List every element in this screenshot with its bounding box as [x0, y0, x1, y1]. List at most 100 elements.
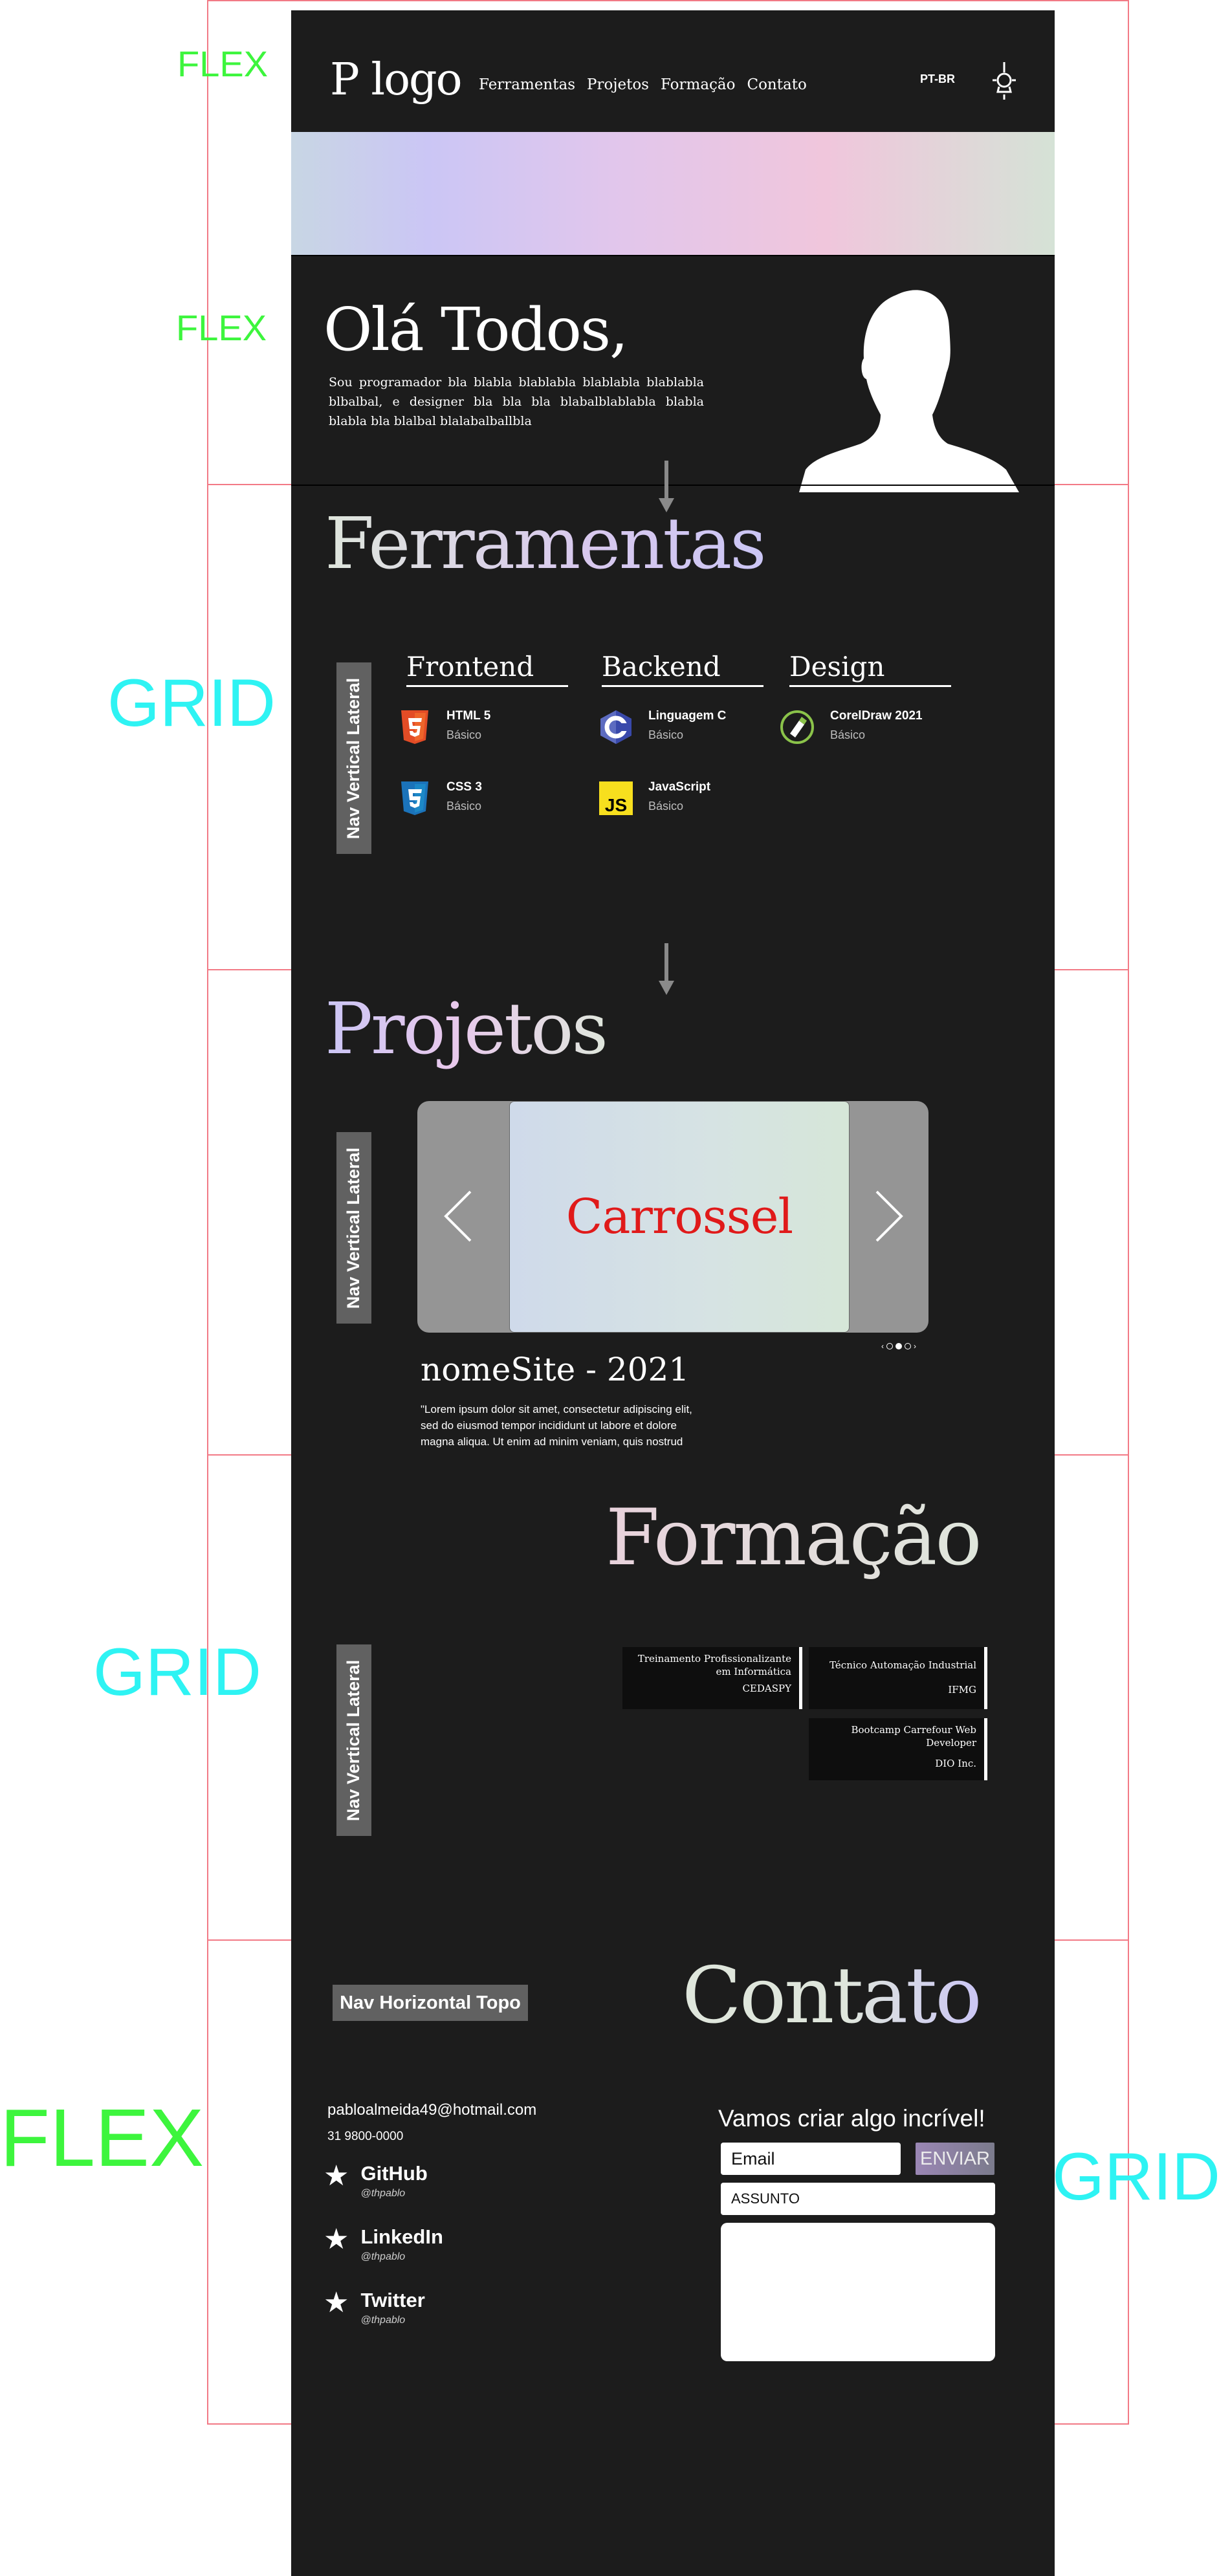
star-icon: ★: [324, 2223, 349, 2255]
education-course: Bootcamp Carrefour Web Developer: [851, 1724, 976, 1749]
social-name: GitHub: [360, 2162, 428, 2185]
chevron-left-icon[interactable]: [442, 1189, 474, 1243]
nav-item-ferramentas[interactable]: Ferramentas: [479, 76, 576, 93]
tool-item-javascript: JS JavaScript Básico: [599, 780, 710, 816]
guide-line-left: [207, 0, 208, 2423]
coreldraw-icon: [780, 710, 814, 744]
guide-line-top: [207, 0, 1129, 1]
vertical-side-nav-label: Nav Vertical Lateral: [344, 1659, 364, 1821]
section-title-projetos: Projetos: [325, 987, 608, 1070]
hero-title: Olá Todos,: [324, 295, 628, 364]
column-title-design: Design: [789, 651, 951, 687]
guide-line-right: [1128, 0, 1129, 2423]
subject-field[interactable]: ASSUNTO: [721, 2183, 995, 2215]
hero-text: Sou programador bla blabla blablabla bla…: [329, 375, 704, 428]
contact-cta: Vamos criar algo incrível!: [718, 2105, 985, 2132]
carousel-dot[interactable]: [905, 1343, 911, 1349]
horizontal-top-nav[interactable]: Nav Horizontal Topo: [333, 1985, 528, 2021]
social-link-twitter[interactable]: ★ Twitter @thpablo: [324, 2289, 425, 2326]
vertical-side-nav[interactable]: Nav Vertical Lateral: [336, 662, 371, 854]
profile-silhouette-image: [799, 290, 1019, 492]
tool-item-c-language: Linguagem C Básico: [599, 709, 726, 745]
c-language-icon: [600, 710, 631, 744]
education-school: CEDASPY: [742, 1683, 791, 1694]
lamp-icon[interactable]: [990, 62, 1018, 101]
tool-item-coreldraw: CorelDraw 2021 Básico: [780, 709, 923, 745]
vertical-side-nav-label: Nav Vertical Lateral: [344, 677, 364, 839]
social-link-github[interactable]: ★ GitHub @thpablo: [324, 2162, 428, 2199]
education-course: Técnico Automação Industrial: [829, 1659, 976, 1671]
javascript-icon: JS: [599, 781, 633, 815]
project-description: "Lorem ipsum dolor sit amet, consectetur…: [421, 1403, 692, 1448]
project-name[interactable]: nomeSite - 2021: [421, 1351, 690, 1388]
email-field[interactable]: Email: [721, 2143, 901, 2175]
education-school: IFMG: [948, 1684, 976, 1696]
tool-level: Básico: [648, 728, 684, 741]
contact-email[interactable]: pabloalmeida49@hotmail.com: [327, 2101, 537, 2119]
social-handle: @thpablo: [360, 2315, 406, 2326]
nav-item-projetos[interactable]: Projetos: [587, 76, 649, 93]
carousel-label: Carrossel: [566, 1189, 793, 1245]
education-school: DIO Inc.: [935, 1758, 976, 1769]
subject-field-placeholder: ASSUNTO: [731, 2190, 800, 2207]
logo[interactable]: P logo: [330, 54, 463, 105]
html5-icon: [401, 710, 428, 744]
social-handle: @thpablo: [360, 2188, 406, 2199]
section-title-formacao: Formação: [606, 1493, 982, 1583]
section-title-contato: Contato: [682, 1951, 982, 2041]
annotation-flex: FLEX: [0, 2092, 204, 2183]
language-switch[interactable]: PT-BR: [920, 72, 955, 85]
carousel-pagination: ‹ ›: [881, 1342, 916, 1351]
nav-item-contato[interactable]: Contato: [747, 76, 807, 93]
tool-name: CSS 3: [446, 780, 482, 794]
contact-phone: 31 9800-0000: [327, 2130, 404, 2143]
svg-text:JS: JS: [605, 795, 627, 815]
scroll-down-arrow-icon[interactable]: [659, 461, 674, 512]
section-title-ferramentas: Ferramentas: [325, 502, 767, 585]
hero-gradient-banner: [291, 132, 1055, 255]
tool-level: Básico: [648, 800, 684, 813]
tool-level: Básico: [446, 728, 482, 741]
divider: [291, 255, 1055, 256]
email-field-placeholder: Email: [731, 2148, 775, 2168]
star-icon: ★: [324, 2287, 349, 2319]
tool-name: Linguagem C: [648, 709, 727, 723]
main-nav: Ferramentas Projetos Formação Contato: [479, 76, 807, 93]
tool-item-css3: CSS 3 Básico: [399, 780, 482, 816]
nav-item-formacao[interactable]: Formação: [660, 76, 736, 93]
pagination-prev-icon[interactable]: ‹: [881, 1342, 884, 1351]
chevron-right-icon[interactable]: [873, 1189, 905, 1243]
column-title-frontend: Frontend: [406, 651, 568, 687]
annotation-flex: FLEX: [176, 307, 267, 348]
column-title-backend: Backend: [602, 651, 763, 687]
project-carousel[interactable]: Carrossel: [417, 1101, 928, 1333]
tool-level: Básico: [446, 800, 482, 813]
message-textarea[interactable]: [721, 2223, 995, 2361]
social-name: LinkedIn: [360, 2225, 443, 2248]
vertical-side-nav[interactable]: Nav Vertical Lateral: [336, 1132, 371, 1324]
education-card[interactable]: Treinamento Profissionalizante em Inform…: [622, 1647, 802, 1709]
social-handle: @thpablo: [360, 2251, 406, 2262]
education-card[interactable]: Técnico Automação Industrial IFMG: [809, 1647, 987, 1709]
annotation-grid: GRID: [93, 1635, 261, 1710]
send-button[interactable]: ENVIAR: [916, 2143, 994, 2175]
annotation-grid: GRID: [107, 666, 276, 741]
tool-name: HTML 5: [446, 709, 491, 723]
scroll-down-arrow-icon[interactable]: [659, 943, 674, 995]
tool-item-html5: HTML 5 Básico: [399, 709, 490, 745]
pagination-next-icon[interactable]: ›: [914, 1342, 916, 1351]
education-course: Treinamento Profissionalizante em Inform…: [637, 1653, 791, 1677]
carousel-dot-active[interactable]: [895, 1343, 902, 1349]
tool-name: JavaScript: [648, 780, 711, 794]
page-mockup: P logo Ferramentas Projetos Formação Con…: [291, 10, 1055, 2576]
star-icon: ★: [324, 2160, 349, 2192]
education-card[interactable]: Bootcamp Carrefour Web Developer DIO Inc…: [809, 1718, 987, 1780]
social-link-linkedin[interactable]: ★ LinkedIn @thpablo: [324, 2225, 443, 2263]
annotation-flex: FLEX: [177, 43, 269, 84]
carousel-dot[interactable]: [886, 1343, 893, 1349]
carousel-slide[interactable]: Carrossel: [509, 1101, 850, 1333]
vertical-side-nav[interactable]: Nav Vertical Lateral: [336, 1644, 371, 1836]
annotation-grid: GRID: [1052, 2139, 1220, 2214]
social-name: Twitter: [360, 2289, 425, 2311]
tool-level: Básico: [830, 728, 866, 741]
